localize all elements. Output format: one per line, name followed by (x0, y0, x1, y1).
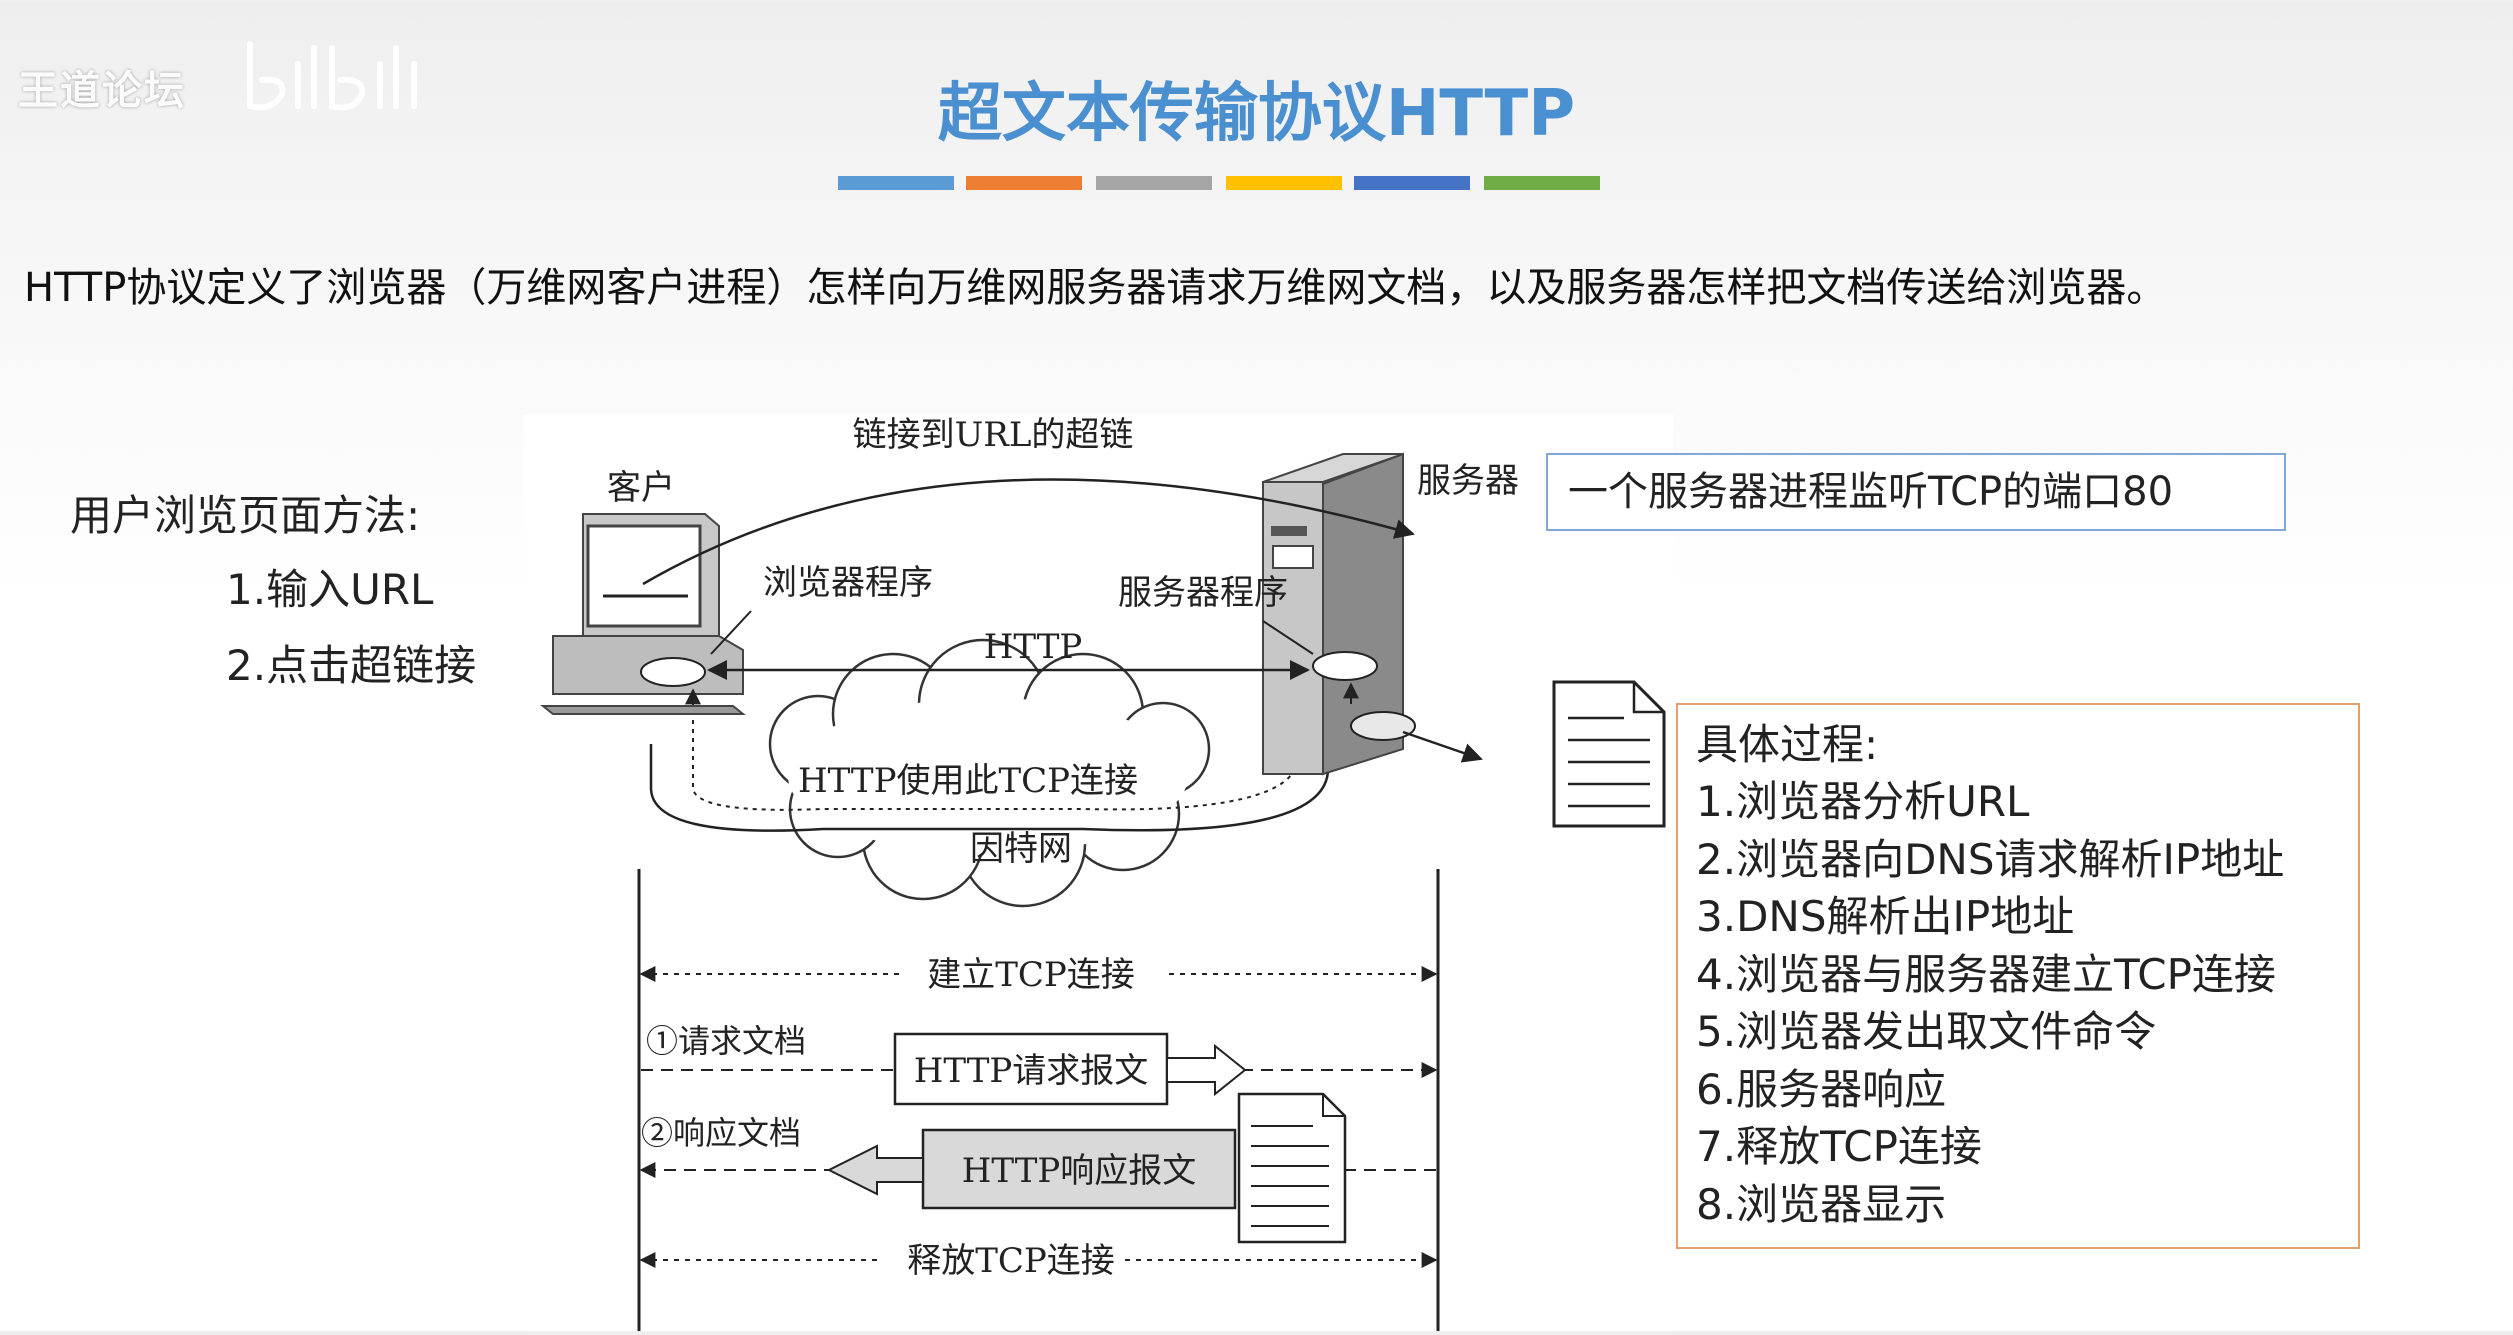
request-block-arrow (1167, 1046, 1245, 1094)
client-computer-icon (543, 514, 743, 714)
title-bar-darkblue (1354, 176, 1470, 190)
response-document-icon (1239, 1094, 1345, 1242)
server-program-label: 服务器程序 (1118, 573, 1288, 613)
title-bar-yellow (1226, 176, 1342, 190)
http-label: HTTP (984, 627, 1083, 667)
establish-tcp-label: 建立TCP连接 (927, 955, 1135, 995)
process-step: 4.浏览器与服务器建立TCP连接 (1696, 946, 2358, 1004)
response-block-arrow (829, 1146, 923, 1194)
hyperlink-label: 链接到URL的超链 (853, 415, 1134, 455)
http-diagram-svg: HTTP使用此TCP连接 因特网 客户 服务器 链接到URL的超链 浏览器程序 … (523, 414, 1673, 1331)
response-doc-label: ②响应文档 (641, 1114, 801, 1152)
page-title: 超文本传输协议HTTP (0, 62, 2513, 154)
client-label: 客户 (607, 468, 675, 508)
server-label: 服务器 (1417, 461, 1519, 501)
process-step: 3.DNS解析出IP地址 (1696, 888, 2358, 946)
methods-heading: 用户浏览页面方法: (70, 482, 420, 543)
internet-label: 因特网 (970, 829, 1072, 869)
http-response-label: HTTP响应报文 (962, 1151, 1197, 1191)
process-step: 7.释放TCP连接 (1696, 1118, 2358, 1176)
tcp-usage-label: HTTP使用此TCP连接 (798, 761, 1138, 801)
release-tcp-label: 释放TCP连接 (907, 1241, 1115, 1281)
title-bar-green (1484, 176, 1600, 190)
server-document-icon (1550, 678, 1668, 830)
intro-paragraph: HTTP协议定义了浏览器（万维网客户进程）怎样向万维网服务器请求万维网文档，以及… (24, 258, 2404, 318)
process-step: 5.浏览器发出取文件命令 (1696, 1003, 2358, 1061)
process-steps-box: 具体过程: 1.浏览器分析URL 2.浏览器向DNS请求解析IP地址 3.DNS… (1676, 703, 2360, 1249)
http-diagram: HTTP使用此TCP连接 因特网 客户 服务器 链接到URL的超链 浏览器程序 … (523, 414, 1673, 1331)
title-bar-blue (838, 176, 954, 190)
port-callout: 一个服务器进程监听TCP的端口80 (1546, 453, 2286, 531)
process-step: 1.浏览器分析URL (1696, 773, 2358, 831)
server-tower-icon (1263, 454, 1415, 774)
process-step: 6.服务器响应 (1696, 1061, 2358, 1119)
request-doc-label: ①请求文档 (646, 1022, 806, 1060)
process-step: 8.浏览器显示 (1696, 1176, 2358, 1234)
title-bar-orange (966, 176, 1082, 190)
method-item: 2.点击超链接 (226, 632, 476, 693)
browser-program-label: 浏览器程序 (763, 563, 933, 603)
http-request-label: HTTP请求报文 (914, 1051, 1149, 1091)
server-to-doc-arrow (1403, 732, 1481, 759)
process-step: 2.浏览器向DNS请求解析IP地址 (1696, 831, 2358, 889)
method-item: 1.输入URL (226, 556, 433, 617)
title-bar-gray (1096, 176, 1212, 190)
process-title: 具体过程: (1696, 717, 2358, 773)
